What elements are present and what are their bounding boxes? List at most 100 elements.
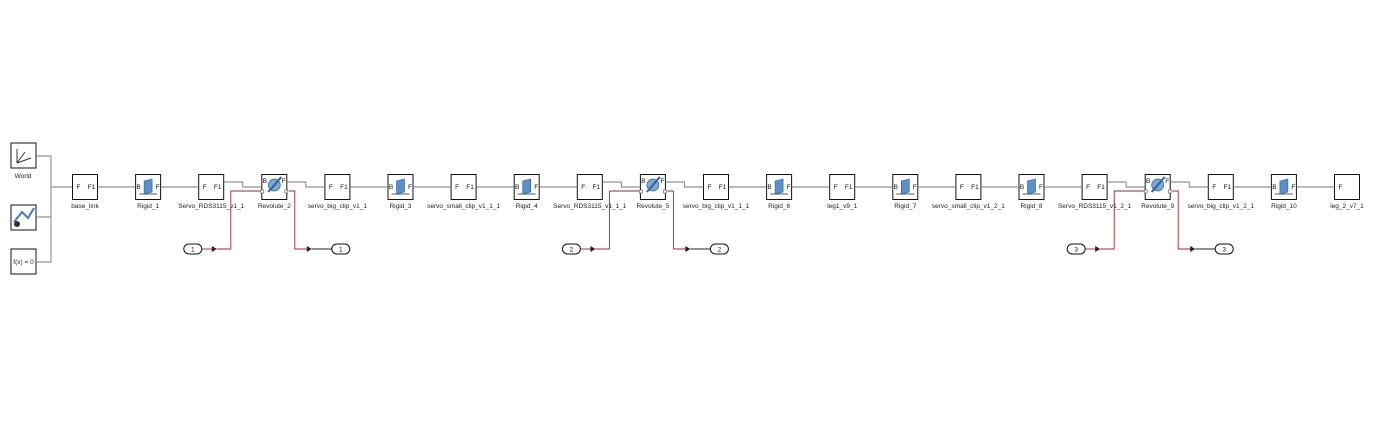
rigid-transform-icon [774,178,784,195]
block-label: base_link [71,203,99,210]
block-frame [72,174,98,200]
port-f: F [203,184,207,191]
outport-label: 2 [718,247,722,254]
block-frame [450,174,477,200]
block-frame [135,174,162,200]
joint-axis [1150,176,1166,193]
port-f1: F1 [1224,184,1232,191]
block-label: Servo_RDS3115_v1_1 [178,203,244,210]
input-port-marker [639,189,643,194]
inport-to-joint-line [1100,190,1145,250]
gear-center [14,221,20,227]
port-f: F [282,178,286,185]
port-f1: F1 [719,184,727,191]
port-f: F [1039,184,1043,191]
outport-label: 1 [339,247,343,254]
joint-to-outport-line [288,190,307,250]
port-f: F [708,184,712,191]
output-port-marker [284,189,289,194]
world-label: World [15,173,32,180]
arrow-icon [1190,246,1196,252]
outport-1[interactable]: 1 [288,190,351,255]
block-label: Servo_RDS3115_v1_1_1 [553,203,627,210]
inport-label: 3 [1074,247,1078,254]
output-port-marker [1167,189,1172,194]
rigid-transform-icon [901,178,910,195]
block-label: Revolute_9 [1141,203,1174,210]
mechanism-config-box [10,204,37,231]
joint-to-outport-line [1172,190,1191,250]
port-b: B [1020,184,1024,191]
outport-2[interactable]: 2 [667,190,729,255]
port-b: B [1146,178,1150,185]
world-axis-y [16,151,26,164]
port-f1: F1 [340,184,348,191]
world-frame-block[interactable]: World [10,142,37,180]
port-b: B [515,184,519,191]
inport-3[interactable]: 3 [1066,190,1145,255]
port-f1: F1 [466,184,474,191]
port-f: F [1291,184,1295,191]
arrow-icon [306,246,312,252]
port-f: F [960,184,964,191]
gear-icon [13,207,35,223]
frame-connection [665,181,704,188]
port-f: F [1212,184,1216,191]
inport-2[interactable]: 2 [561,190,640,255]
joint-axis [646,176,661,193]
block-label: Revolute_5 [636,203,669,210]
input-port-marker [260,189,265,194]
block-label: servo_big_clip_v1_1 [308,203,368,210]
outport-3[interactable]: 3 [1172,190,1234,255]
port-f: F [1339,184,1343,191]
block-label: servo_small_clip_v1_1_1 [427,203,500,210]
port-b: B [389,184,393,191]
block-label: Rigid_4 [516,203,538,210]
port-f1: F1 [88,184,96,191]
frame-connection [602,181,641,188]
port-f: F [408,184,412,191]
mechanism-configuration-block[interactable] [10,204,37,231]
solver-connection [36,217,52,263]
revolute-9-block[interactable]: B F Revolute_9 [1141,174,1175,211]
port-f: F [1165,178,1169,185]
frame-connection [1107,181,1146,188]
frame-connection [223,181,262,188]
left-config-blocks: World f(x) = 0 [10,142,37,275]
port-f1: F1 [971,184,979,191]
solver-label: f(x) = 0 [13,259,34,266]
block-label: Rigid_7 [894,203,916,210]
inport-to-joint-line [595,190,640,250]
inport-1[interactable]: 1 [183,190,261,255]
joint-to-outport-line [667,190,686,250]
port-f: F [834,184,838,191]
outport-label: 3 [1222,247,1226,254]
solver-configuration-block[interactable]: f(x) = 0 [10,248,37,275]
block-label: Rigid_1 [137,203,159,210]
block-frame [1207,174,1234,200]
block-label: Revolute_2 [258,203,291,210]
output-port-marker [663,189,667,194]
